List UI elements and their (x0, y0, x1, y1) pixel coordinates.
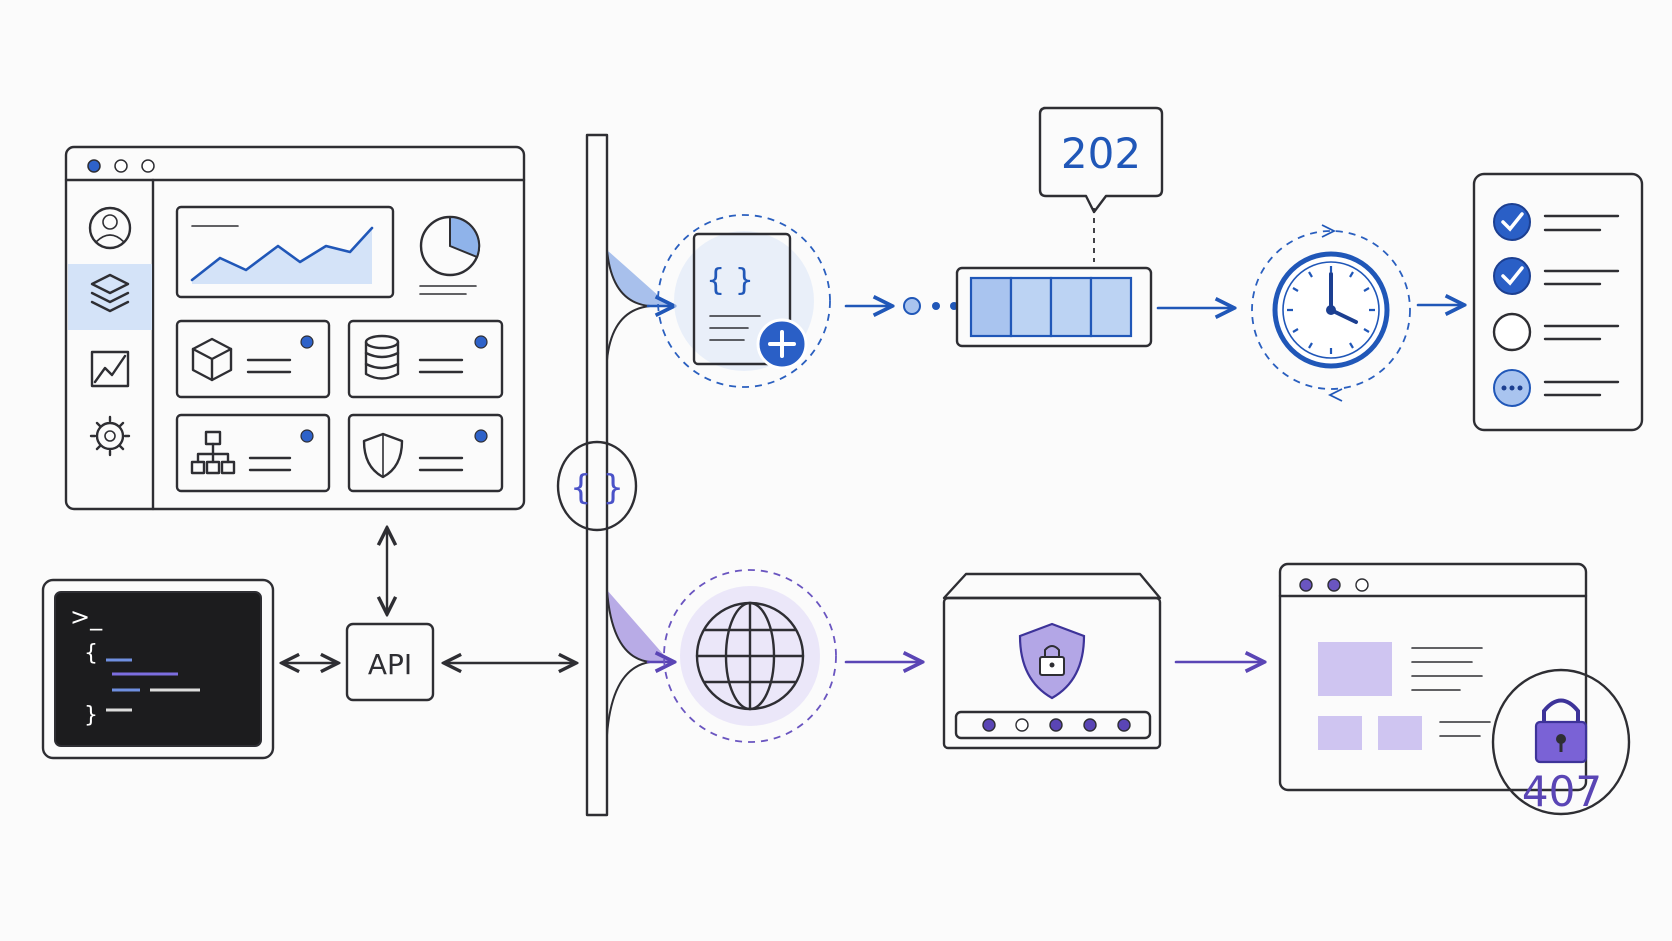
api-gateway-node[interactable]: API (345, 622, 435, 702)
terminal-close-brace: } (84, 703, 98, 728)
window-dot-2[interactable] (114, 159, 128, 173)
hierarchy-icon (190, 430, 236, 475)
widget-card-database[interactable] (347, 319, 504, 399)
window-dot-3[interactable] (141, 159, 155, 173)
line-chart-card[interactable] (175, 205, 395, 299)
terminal-prompt: >_ (70, 603, 103, 631)
trend-line (190, 226, 374, 282)
add-icon[interactable] (756, 318, 808, 370)
internet-globe-node[interactable] (663, 569, 837, 743)
clock-icon (1287, 266, 1375, 354)
terminal-open-brace: { (84, 641, 98, 666)
status-callout-202: 202 (1038, 106, 1164, 214)
widget-card-security[interactable] (347, 413, 504, 493)
widget-card-network[interactable] (175, 413, 331, 493)
scheduler-clock[interactable] (1251, 224, 1411, 402)
message-queue[interactable] (955, 266, 1153, 348)
server-led-3 (1049, 718, 1063, 732)
message-bus (585, 133, 672, 817)
proxy-server[interactable] (942, 572, 1162, 750)
sidebar-item-user[interactable] (88, 206, 132, 250)
json-payload-node[interactable]: { } (556, 440, 638, 532)
server-led-1 (982, 718, 996, 732)
database-icon (364, 334, 400, 380)
gear-icon (89, 415, 131, 457)
browser-window[interactable] (1278, 562, 1588, 792)
checklist-item-2[interactable] (1493, 257, 1620, 295)
browser-dot-3[interactable] (1355, 578, 1369, 592)
widget-card-cube[interactable] (175, 319, 331, 399)
checklist-item-3[interactable] (1492, 312, 1620, 352)
padlock-icon (1534, 698, 1588, 764)
checklist-item-1[interactable] (1493, 203, 1620, 241)
status-code-407: 407 (1522, 767, 1602, 816)
shield-icon (362, 432, 404, 479)
checklist-item-4[interactable] (1493, 369, 1620, 407)
request-document-node[interactable]: { } (657, 214, 831, 388)
sidebar-item-analytics[interactable] (90, 350, 130, 388)
pie-chart[interactable] (419, 215, 481, 295)
user-icon (88, 206, 132, 250)
check-icon (1501, 212, 1524, 232)
server-led-5 (1117, 718, 1131, 732)
proxy-auth-badge: 407 (1491, 668, 1631, 816)
json-braces-label: { } (570, 468, 624, 508)
status-code-202: 202 (1061, 129, 1141, 178)
browser-dot-2[interactable] (1327, 578, 1341, 592)
layers-icon (90, 273, 130, 313)
api-label: API (368, 648, 412, 681)
globe-icon (695, 601, 805, 711)
lock-shield-icon (1018, 622, 1086, 700)
sidebar-item-layers[interactable] (68, 264, 152, 330)
cube-icon (191, 337, 233, 382)
task-checklist (1472, 172, 1644, 432)
server-led-4 (1083, 718, 1097, 732)
check-icon (1501, 266, 1524, 286)
chart-icon (90, 350, 130, 388)
empty-checkbox-icon (1492, 312, 1532, 352)
sidebar-item-settings[interactable] (89, 415, 131, 457)
window-dot-1[interactable] (87, 159, 101, 173)
browser-dot-1[interactable] (1299, 578, 1313, 592)
server-led-2 (1015, 718, 1029, 732)
document-braces: { } (706, 263, 754, 298)
terminal-window[interactable]: >_ { } (41, 578, 275, 760)
dashboard-window (64, 145, 526, 511)
